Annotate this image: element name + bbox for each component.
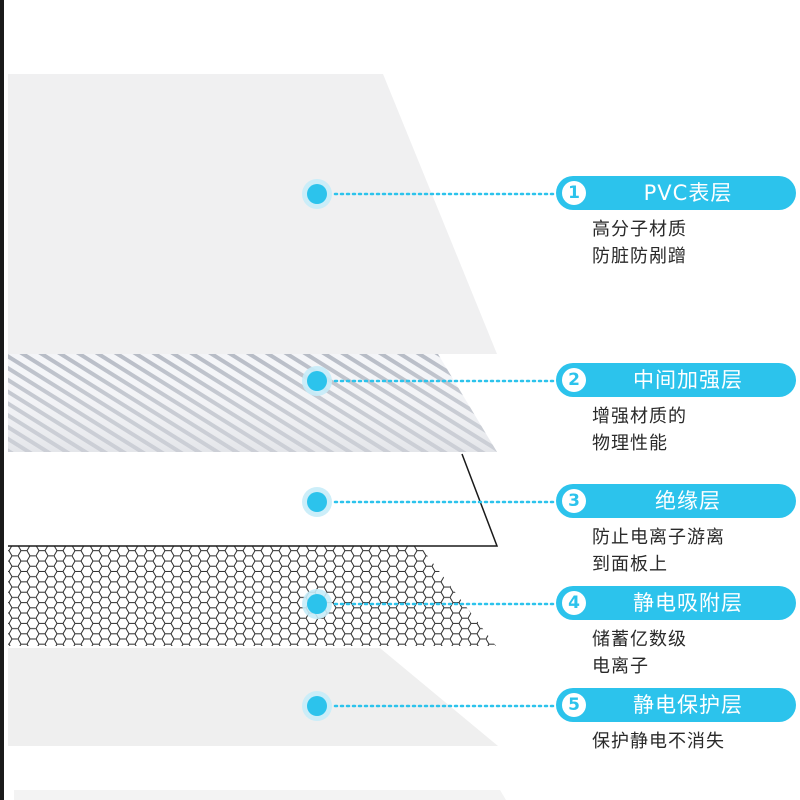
layer-4-label: 4 静电吸附层 储蓄亿数级 电离子 <box>556 586 796 680</box>
layer-1-number: 1 <box>562 181 586 205</box>
bottom-sheet <box>14 790 506 800</box>
layer-5-dot <box>307 696 327 716</box>
layer-3-description: 防止电离子游离 到面板上 <box>556 524 796 578</box>
layer-1-title: PVC表层 <box>643 181 733 205</box>
layer-2-shade <box>8 354 497 452</box>
layer-5-title: 静电保护层 <box>633 693 743 717</box>
layer-4-desc-line: 电离子 <box>592 656 649 677</box>
layer-5-description: 保护静电不消失 <box>556 728 796 755</box>
layer-5-pill: 5 静电保护层 <box>556 688 796 722</box>
layer-1-pill: 1 PVC表层 <box>556 176 796 210</box>
layer-1-label: 1 PVC表层 高分子材质 防脏防剐蹭 <box>556 176 796 270</box>
layer-5-shape <box>8 648 498 746</box>
layer-1-description: 高分子材质 防脏防剐蹭 <box>556 216 796 270</box>
layer-3-desc-line: 到面板上 <box>592 554 668 575</box>
layer-3-pill: 3 绝缘层 <box>556 484 796 518</box>
layer-2-title: 中间加强层 <box>633 368 743 392</box>
layer-4-title: 静电吸附层 <box>633 591 743 615</box>
layer-2-pill: 2 中间加强层 <box>556 363 796 397</box>
layer-3-number: 3 <box>562 489 586 513</box>
layer-2-dot <box>307 371 327 391</box>
layer-4-desc-line: 储蓄亿数级 <box>592 629 687 650</box>
layer-2-desc-line: 增强材质的 <box>592 406 687 427</box>
layer-5-number: 5 <box>562 693 586 717</box>
layer-4-pill: 4 静电吸附层 <box>556 586 796 620</box>
layer-4-dot <box>307 594 327 614</box>
layer-3-title: 绝缘层 <box>655 489 721 513</box>
layer-1-desc-line: 防脏防剐蹭 <box>592 246 687 267</box>
layer-1-desc-line: 高分子材质 <box>592 219 687 240</box>
layer-4-mesh <box>8 546 496 646</box>
layer-5-desc-line: 保护静电不消失 <box>592 731 725 752</box>
layer-3-dot <box>307 492 327 512</box>
layer-1-dot <box>307 184 327 204</box>
layer-4-description: 储蓄亿数级 电离子 <box>556 626 796 680</box>
layer-3-outline <box>8 453 499 547</box>
layer-4-number: 4 <box>562 591 586 615</box>
layer-2-desc-line: 物理性能 <box>592 433 668 454</box>
layer-5-label: 5 静电保护层 保护静电不消失 <box>556 688 796 755</box>
layer-2-description: 增强材质的 物理性能 <box>556 403 796 457</box>
layer-2-label: 2 中间加强层 增强材质的 物理性能 <box>556 363 796 457</box>
left-edge-bar <box>0 0 4 800</box>
layer-2-number: 2 <box>562 368 586 392</box>
layer-3-desc-line: 防止电离子游离 <box>592 527 725 548</box>
layer-3-label: 3 绝缘层 防止电离子游离 到面板上 <box>556 484 796 578</box>
layer-1-shape <box>8 74 497 354</box>
